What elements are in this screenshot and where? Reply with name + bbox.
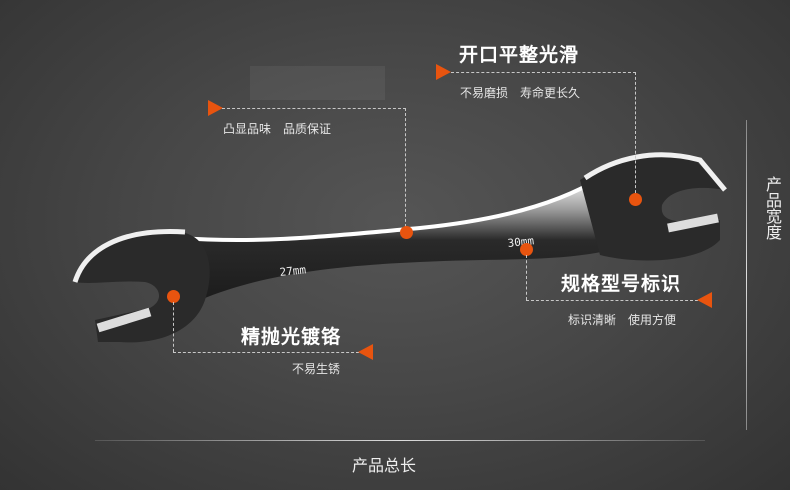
- callout-marker-icon: [358, 344, 373, 360]
- length-dimension-line: [95, 440, 705, 441]
- callout-dot: [520, 243, 533, 256]
- chrome-subtitle: 不易生锈: [292, 360, 352, 377]
- width-label: 产品宽度: [763, 176, 782, 240]
- marking-subtitle-part: 使用方便: [628, 313, 677, 327]
- leader-line: [405, 108, 406, 232]
- leader-line: [526, 255, 527, 300]
- wrench-right-head: [580, 155, 725, 261]
- finish-subtitle: 凸显品味品质保证: [223, 120, 343, 137]
- chrome-subtitle-part: 不易生锈: [292, 362, 341, 376]
- leader-line: [173, 302, 174, 352]
- callout-dot: [629, 193, 642, 206]
- marking-title: 规格型号标识: [561, 273, 682, 295]
- faint-panel: [250, 66, 385, 100]
- leader-line: [173, 352, 359, 353]
- jaw-subtitle-part: 不易磨损: [460, 86, 509, 100]
- leader-line: [222, 108, 406, 109]
- width-dimension-line: [746, 120, 747, 430]
- callout-marker-icon: [697, 292, 712, 308]
- callout-marker-icon: [208, 100, 223, 116]
- marking-subtitle: 标识清晰使用方便: [568, 311, 688, 328]
- finish-subtitle-part: 凸显品味: [223, 122, 272, 136]
- wrench-handle: [180, 180, 610, 300]
- chrome-title: 精抛光镀铬: [241, 326, 342, 348]
- marking-subtitle-part: 标识清晰: [568, 313, 617, 327]
- wrench-left-head: [75, 231, 210, 343]
- jaw-title: 开口平整光滑: [459, 44, 580, 66]
- callout-marker-icon: [436, 64, 451, 80]
- jaw-subtitle: 不易磨损寿命更长久: [460, 84, 592, 101]
- length-label: 产品总长: [352, 456, 417, 475]
- callout-dot: [167, 290, 180, 303]
- leader-line: [451, 72, 636, 73]
- callout-dot: [400, 226, 413, 239]
- jaw-subtitle-part: 寿命更长久: [520, 86, 581, 100]
- size-engraving-27: 27mm: [279, 263, 307, 279]
- leader-line: [635, 72, 636, 198]
- finish-subtitle-part: 品质保证: [283, 122, 332, 136]
- leader-line: [526, 300, 698, 301]
